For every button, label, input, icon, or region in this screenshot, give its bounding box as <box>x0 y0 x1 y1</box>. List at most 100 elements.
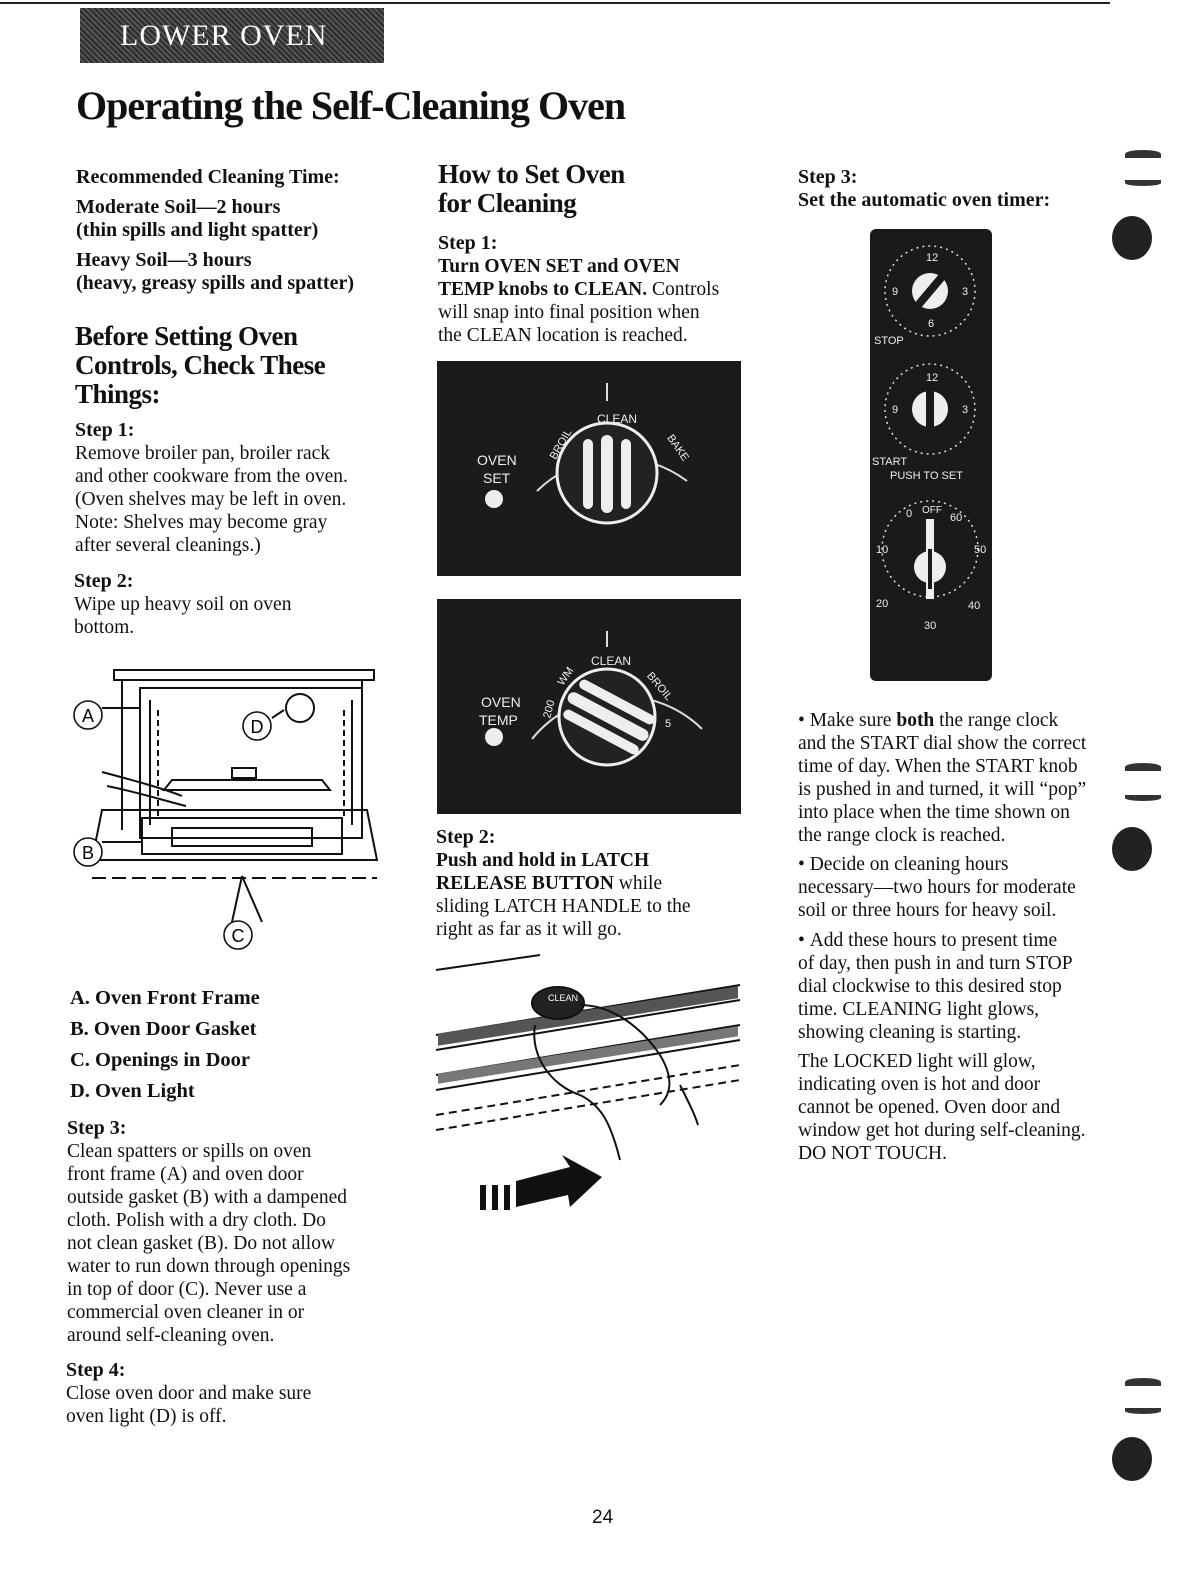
bullet-text-line: dial clockwise to this desired stop <box>798 976 1062 997</box>
note-text-line: The LOCKED light will glow, <box>798 1051 1036 1072</box>
step-bold-text: Push and hold in LATCH <box>436 850 650 871</box>
timer-push-label: PUSH TO SET <box>890 470 963 482</box>
left-step2: Step 2: Wipe up heavy soil on oven botto… <box>74 570 404 639</box>
step-text: Controls <box>647 279 720 300</box>
knob1-label-oven: OVEN <box>477 452 517 468</box>
middle-step1: Step 1: Turn OVEN SET and OVEN TEMP knob… <box>438 232 768 347</box>
right-bullet-3: Add these hours to present time of day, … <box>798 929 1118 1044</box>
step-text-line: sliding LATCH HANDLE to the <box>436 896 691 917</box>
timer1-9: 9 <box>892 286 898 298</box>
binder-edge-mark <box>1125 180 1161 186</box>
timer1-6: 6 <box>928 318 934 330</box>
step-text-line: Close oven door and make sure <box>66 1383 312 1404</box>
page-title: Operating the Self-Cleaning Oven <box>76 83 626 128</box>
left-step1: Step 1: Remove broiler pan, broiler rack… <box>75 419 405 557</box>
timer3-30: 30 <box>924 620 936 632</box>
step-label: Step 4: <box>66 1359 126 1381</box>
timer-start-label: START <box>872 456 907 468</box>
note-text-line: cannot be opened. Oven door and <box>798 1097 1061 1118</box>
left-step4: Step 4: Close oven door and make sure ov… <box>66 1359 406 1428</box>
diagram-label-d: D <box>251 717 264 737</box>
bullet-text-line: and the START dial show the correct <box>798 733 1087 754</box>
step-text-line: cloth. Polish with a dry cloth. Do <box>67 1210 326 1231</box>
timer3-50: 50 <box>974 544 986 556</box>
legend-item: C. Openings in Door <box>70 1049 250 1071</box>
binder-edge-mark <box>1125 1378 1161 1386</box>
step-text-line: commercial oven cleaner in or <box>67 1302 305 1323</box>
diagram-label-b: B <box>82 843 94 863</box>
locked-note: The LOCKED light will glow, indicating o… <box>798 1050 1118 1165</box>
section-banner: LOWER OVEN <box>80 8 384 63</box>
step-label: Step 3: <box>67 1117 127 1139</box>
legend-item: B. Oven Door Gasket <box>70 1018 257 1040</box>
step-text-line: around self-cleaning oven. <box>67 1325 275 1346</box>
timer3-60: 60 <box>950 512 962 524</box>
diagram-legend: A. Oven Front Frame B. Oven Door Gasket … <box>70 983 400 1107</box>
oven-temp-knob-photo: OVEN TEMP CLEAN BROIL WM 200 5 <box>437 599 741 814</box>
oven-timer-panel: 12 9 3 6 STOP 12 9 3 START PUSH TO SET 0… <box>870 229 992 681</box>
bullet-text-line: the range clock is reached. <box>798 825 1006 846</box>
timer3-10: 10 <box>876 544 888 556</box>
step-text-line: the CLEAN location is reached. <box>438 325 688 346</box>
bullet-text-line: is pushed in and turned, it will “pop” <box>798 779 1087 800</box>
timer3-0: 0 <box>906 508 912 520</box>
step-text-line: Clean spatters or spills on oven <box>67 1141 312 1162</box>
cleaning-time-block: Recommended Cleaning Time: Moderate Soil… <box>76 166 406 295</box>
bullet-text-line: time. CLEANING light glows, <box>798 999 1040 1020</box>
step-text-line: after several cleanings.) <box>75 535 261 556</box>
page-number: 24 <box>592 1507 614 1528</box>
diagram-label-c: C <box>232 926 245 946</box>
right-bullet-2: Decide on cleaning hours necessary—two h… <box>798 853 1118 922</box>
step-text-line: oven light (D) is off. <box>66 1406 227 1427</box>
bullet-text: the range clock <box>934 710 1059 731</box>
timer3-40: 40 <box>968 600 980 612</box>
bullet-text: Add these hours to present time <box>809 930 1058 951</box>
middle-heading-line: for Cleaning <box>438 188 577 218</box>
before-heading-line: Things: <box>75 379 161 409</box>
heavy-soil: Heavy Soil—3 hours <box>76 249 252 271</box>
cleaning-time-heading: Recommended Cleaning Time: <box>76 166 340 188</box>
top-rule <box>0 2 1110 4</box>
bullet-text-line: into place when the time shown on <box>798 802 1070 823</box>
step-bold-text: Set the automatic oven timer: <box>798 189 1051 211</box>
knob1-label-set: SET <box>483 470 511 486</box>
timer2-3: 3 <box>962 404 968 416</box>
binder-hole-mark <box>1112 216 1152 260</box>
note-text-line: indicating oven is hot and door <box>798 1074 1041 1095</box>
step-bold-text: TEMP knobs to CLEAN. <box>438 279 648 300</box>
binder-edge-mark <box>1125 1408 1161 1414</box>
step-text-line: Remove broiler pan, broiler rack <box>75 443 331 464</box>
timer3-off: OFF <box>922 505 942 516</box>
latch-button-clean: CLEAN <box>548 993 578 1003</box>
binder-edge-mark <box>1125 763 1161 771</box>
legend-item: D. Oven Light <box>70 1080 195 1102</box>
step-text-line: right as far as it will go. <box>436 919 622 940</box>
step-text-line: in top of door (C). Never use a <box>67 1279 307 1300</box>
knob2-clean: CLEAN <box>591 654 631 668</box>
step-text-line: (Oven shelves may be left in oven. <box>75 489 347 510</box>
bullet-text-line: of day, then push in and turn STOP <box>798 953 1073 974</box>
right-step3: Step 3: Set the automatic oven timer: <box>798 166 1098 212</box>
step-text-line: outside gasket (B) with a dampened <box>67 1187 347 1208</box>
before-heading-line: Controls, Check These <box>75 350 326 380</box>
latch-handle-illustration: CLEAN <box>435 954 741 1210</box>
diagram-label-a: A <box>82 706 94 726</box>
step-bold-text: RELEASE BUTTON <box>436 873 614 894</box>
timer1-12: 12 <box>926 252 938 264</box>
step-text-line: front frame (A) and oven door <box>67 1164 304 1185</box>
step-text: while <box>613 873 663 894</box>
timer2-9: 9 <box>892 404 898 416</box>
step-text-line: Wipe up heavy soil on oven <box>74 594 292 615</box>
oven-set-knob-photo: OVEN SET CLEAN BROIL BAKE <box>437 361 741 576</box>
knob1-clean: CLEAN <box>597 412 637 426</box>
bullet-bold-text: both <box>896 710 935 731</box>
left-step3: Step 3: Clean spatters or spills on oven… <box>67 1117 407 1347</box>
timer3-20: 20 <box>876 598 888 610</box>
step-text-line: will snap into final position when <box>438 302 700 323</box>
timer2-12: 12 <box>926 372 938 384</box>
bullet-text: Decide on cleaning hours <box>809 854 1009 875</box>
step-text-line: water to run down through openings <box>67 1256 351 1277</box>
before-heading-line: Before Setting Oven <box>75 321 298 351</box>
step-label: Step 2: <box>436 826 496 848</box>
moderate-soil: Moderate Soil—2 hours <box>76 196 281 218</box>
